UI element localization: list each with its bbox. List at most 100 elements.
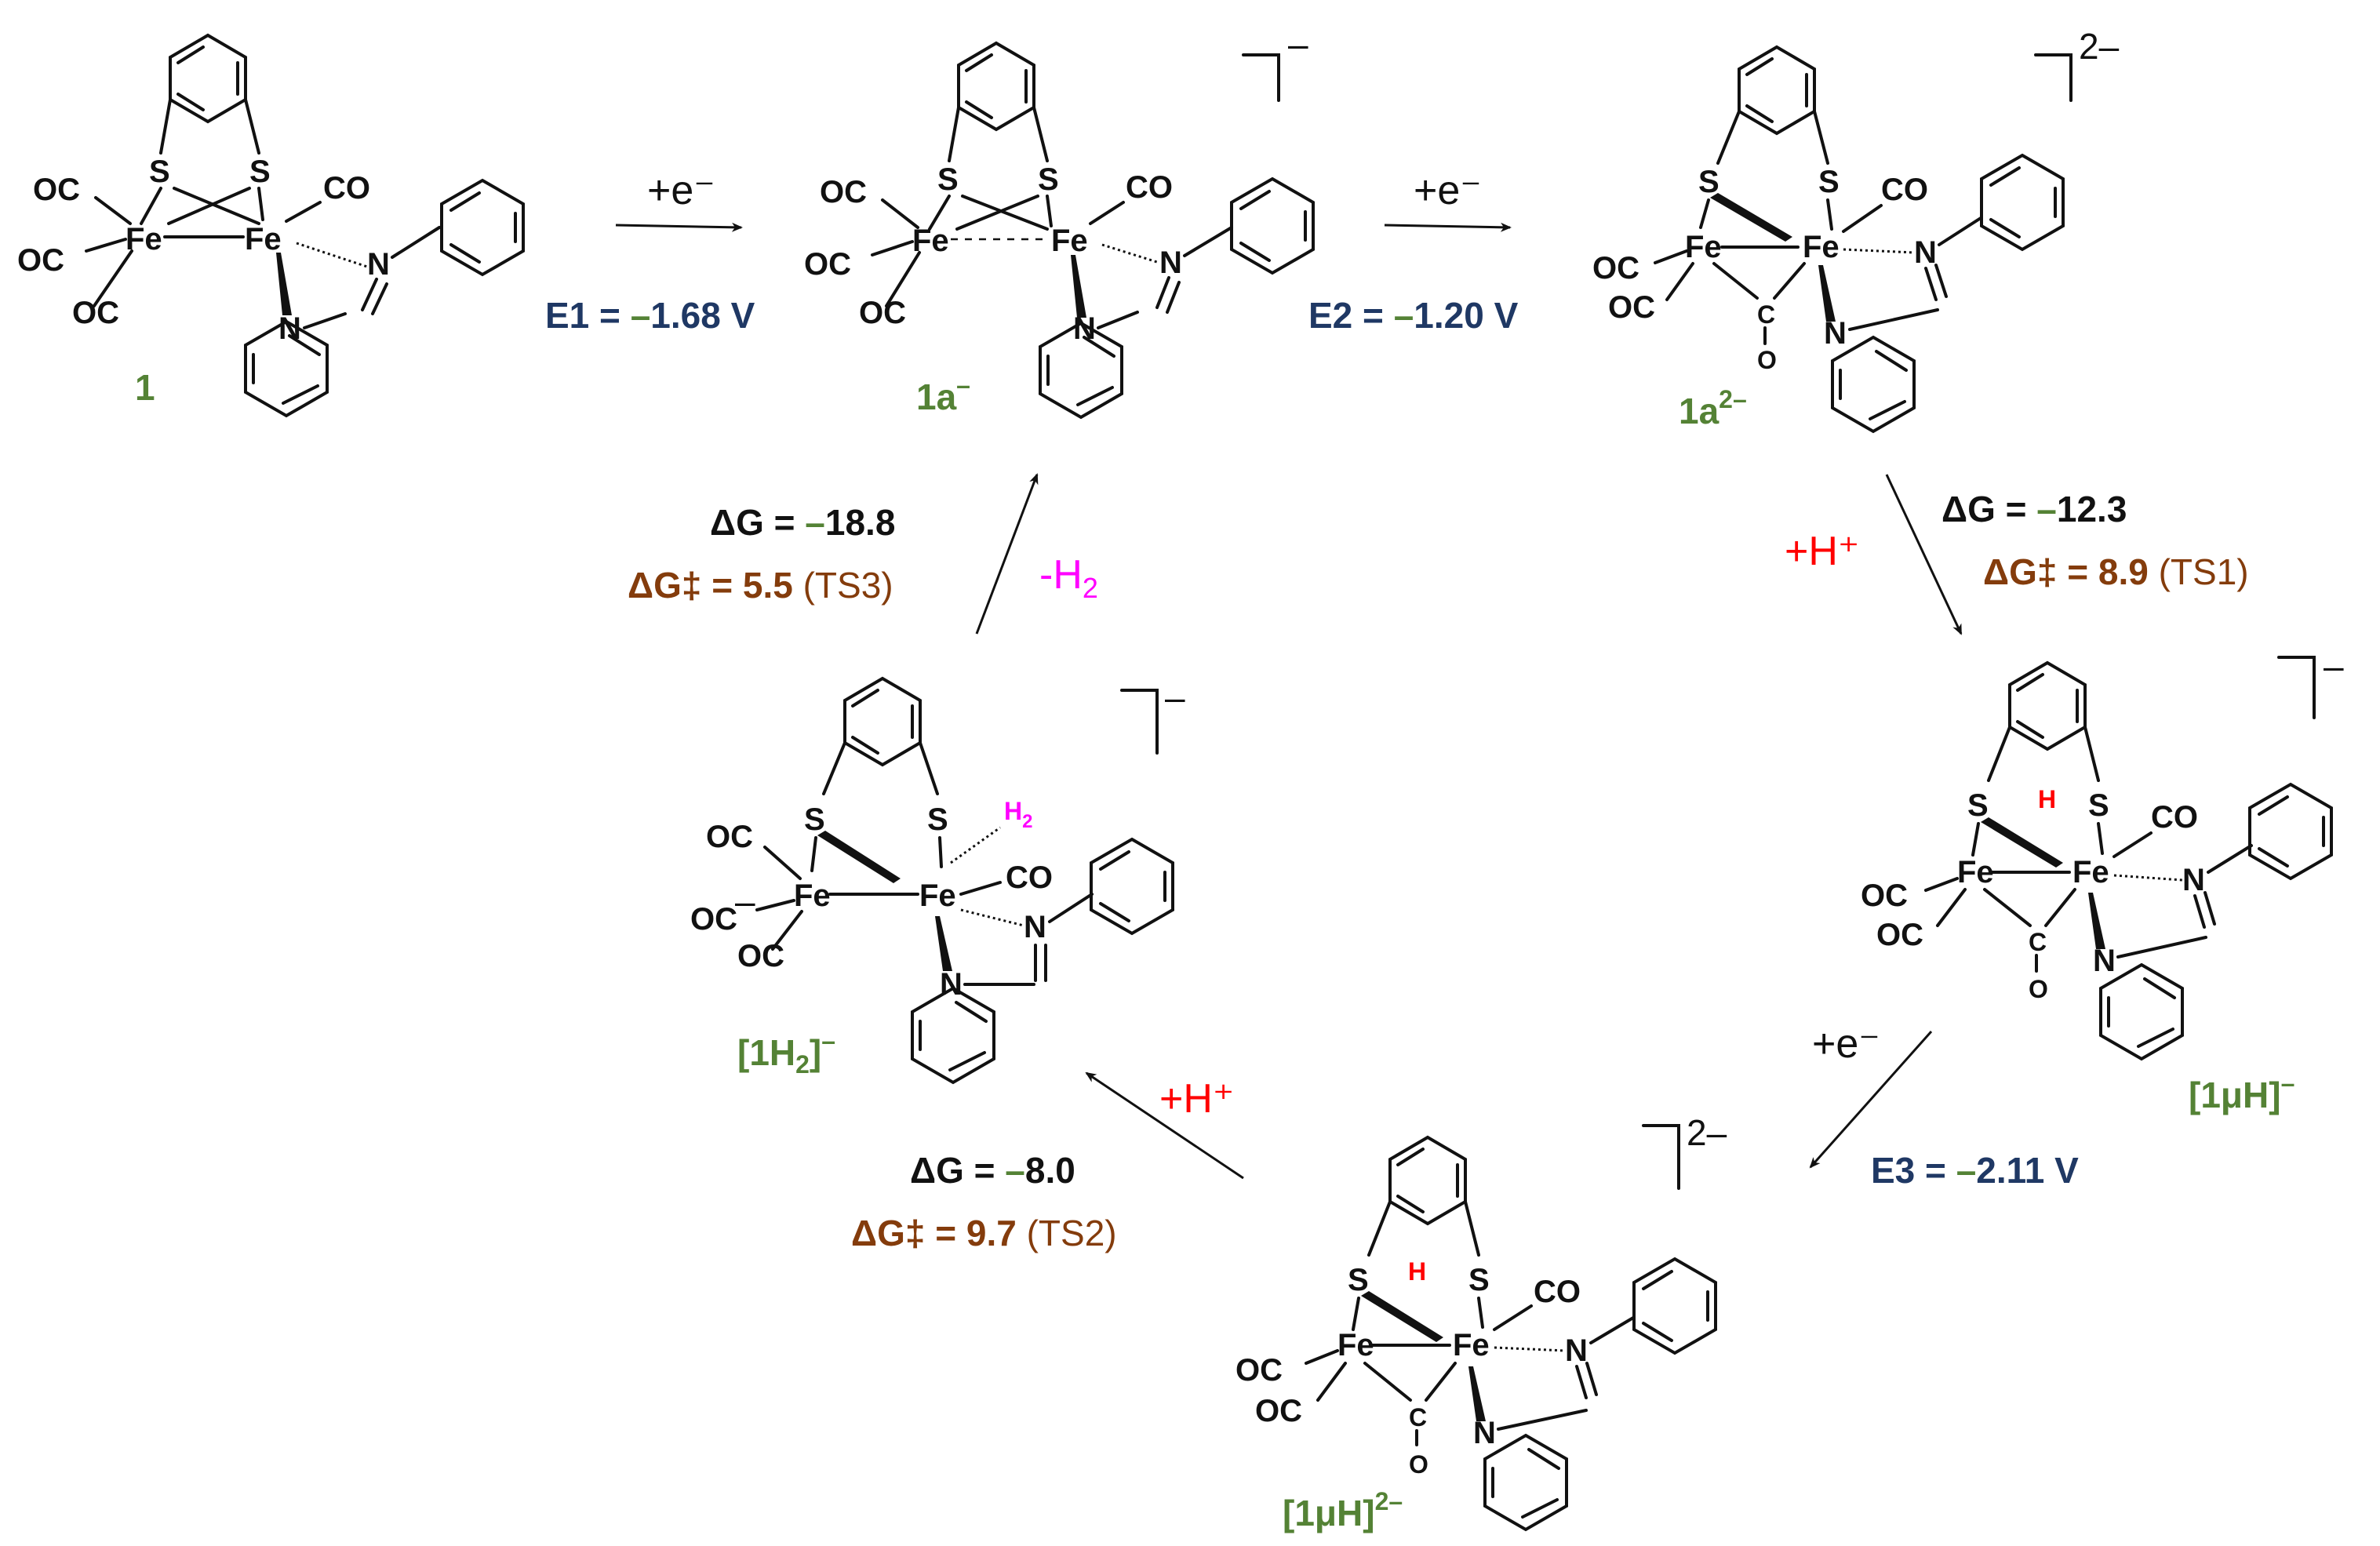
charge-1h2: – (1165, 677, 1185, 718)
atom-n: N (1473, 1416, 1496, 1450)
arrow-step-6 (975, 473, 1039, 635)
ligand-oc: OC (1235, 1353, 1283, 1388)
label-proton-add-2: +H⁺ (1159, 1076, 1234, 1122)
ligand-oc: OC (820, 175, 867, 209)
ligand-co: CO (2151, 800, 2198, 835)
structure-1a-dianion: S S Fe Fe OC OC C O CO N N 1a2– 2– (1592, 26, 2120, 433)
atom-fe: Fe (1685, 230, 1722, 264)
structure-1: S S Fe Fe OC OC OC CO N N 1 (17, 34, 525, 417)
label-electron-add-2: +e⁻ (1414, 168, 1482, 213)
arrow-step-4 (1809, 1031, 1933, 1169)
label-1a-anion: 1a– (916, 371, 970, 417)
ligand-oc: OC (33, 173, 80, 207)
atom-n: N (2182, 863, 2205, 897)
ligand-co: CO (323, 171, 370, 206)
atom-s: S (149, 155, 170, 189)
ligand-oc: OC (804, 247, 851, 282)
energy-dgt-1: ΔG‡ = 8.9 (TS1) (1983, 551, 2249, 592)
structure-1muH-anion: S S H Fe Fe OC OC C O CO N N [1μH]– – (1861, 646, 2344, 1115)
atom-s: S (927, 802, 948, 837)
atom-s: S (804, 802, 825, 837)
atom-s: S (1967, 788, 1989, 823)
label-electron-add-1: +e⁻ (647, 168, 715, 213)
ligand-co: CO (1534, 1275, 1581, 1309)
atom-fe: Fe (1957, 855, 1994, 889)
energy-dg-1: ΔG = –12.3 (1941, 489, 2127, 529)
charge-1a: – (1288, 24, 1308, 64)
bridging-hydride: H (1408, 1257, 1426, 1286)
charge-1uh2: 2– (1687, 1112, 1727, 1153)
ligand-oc: OC (72, 296, 119, 330)
energy-dg-3: ΔG = –18.8 (710, 502, 895, 543)
ligand-oc: OC (1592, 251, 1639, 286)
atom-c: C (1409, 1403, 1427, 1431)
structure-1a-anion: S S Fe Fe OC OC OC CO N N 1a– – (804, 24, 1315, 419)
charge-fe: – (735, 881, 755, 922)
atom-s: S (1698, 165, 1719, 199)
label-electron-add-3: +e⁻ (1812, 1021, 1880, 1067)
atom-o: O (1757, 346, 1777, 374)
ligand-co: CO (1006, 860, 1053, 895)
atom-n: N (2093, 944, 2116, 978)
ligand-oc: OC (859, 296, 906, 330)
dihydrogen: H2 (1004, 797, 1032, 832)
potential-e2: E2 = –1.20 V (1308, 295, 1519, 336)
atom-n: N (1824, 316, 1847, 351)
atom-fe: Fe (2072, 855, 2109, 889)
atom-s: S (937, 162, 959, 197)
ligand-oc: OC (1861, 878, 1908, 913)
atom-n: N (940, 967, 963, 1002)
label-1muH-anion: [1μH]– (2189, 1069, 2294, 1115)
charge-1a2: 2– (2079, 26, 2120, 67)
atom-fe: Fe (1337, 1328, 1374, 1362)
atom-fe: Fe (919, 878, 956, 913)
atom-n: N (1914, 235, 1937, 270)
ligand-co: CO (1126, 170, 1173, 205)
label-proton-add-1: +H⁺ (1785, 529, 1859, 574)
atom-s: S (2088, 788, 2109, 823)
arrow-step-2 (1384, 222, 1512, 232)
atom-s: S (1038, 162, 1059, 197)
atom-o: O (1409, 1450, 1428, 1479)
energy-dgt-2: ΔG‡ = 9.7 (TS2) (851, 1213, 1117, 1253)
charge-1uh: – (2324, 646, 2344, 686)
atom-s: S (1468, 1263, 1490, 1297)
atom-fe: Fe (794, 878, 831, 913)
potential-e3: E3 = –2.11 V (1871, 1150, 2079, 1191)
atom-s: S (1818, 165, 1840, 199)
arrow-step-1 (615, 222, 743, 232)
ligand-oc: OC (737, 939, 784, 973)
label-1H2-anion: [1H2]– (737, 1027, 835, 1079)
atom-fe: Fe (1803, 230, 1840, 264)
bridging-hydride: H (2038, 785, 2056, 813)
energy-dgt-3: ΔG‡ = 5.5 (TS3) (628, 565, 893, 606)
ligand-oc: OC (1255, 1394, 1302, 1428)
label-1muH-dianion: [1μH]2– (1283, 1487, 1403, 1533)
atom-s: S (1348, 1263, 1369, 1297)
arrow-step-5 (1085, 1071, 1244, 1180)
ligand-co: CO (1881, 173, 1928, 207)
atom-fe: Fe (1453, 1328, 1490, 1362)
ligand-oc: OC (1608, 290, 1655, 325)
atom-n: N (367, 247, 390, 282)
label-1: 1 (135, 367, 155, 408)
atom-c: C (1757, 300, 1775, 329)
atom-n: N (1024, 910, 1046, 944)
atom-o: O (2029, 975, 2048, 1003)
atom-fe: Fe (1051, 224, 1088, 258)
ligand-oc: OC (17, 243, 64, 278)
atom-n: N (1159, 246, 1182, 280)
potential-e1: E1 = –1.68 V (545, 295, 755, 336)
atom-n: N (1565, 1333, 1588, 1368)
label-h2-loss: -H2 (1039, 552, 1098, 604)
atom-s: S (249, 155, 271, 189)
energy-dg-2: ΔG = –8.0 (910, 1150, 1075, 1191)
arrow-step-3 (1885, 474, 1963, 635)
label-1a-dianion: 1a2– (1679, 385, 1747, 431)
ligand-oc: OC (690, 902, 737, 937)
ligand-oc: OC (1876, 918, 1923, 952)
atom-fe: Fe (245, 222, 282, 256)
structure-1muH-dianion: S S H Fe Fe OC OC C O CO N N [1μH]2– 2– (1235, 1112, 1727, 1533)
structure-1H2-anion: S S H2 Fe Fe OC OC – OC CO N N [1H2]– – (690, 677, 1185, 1084)
